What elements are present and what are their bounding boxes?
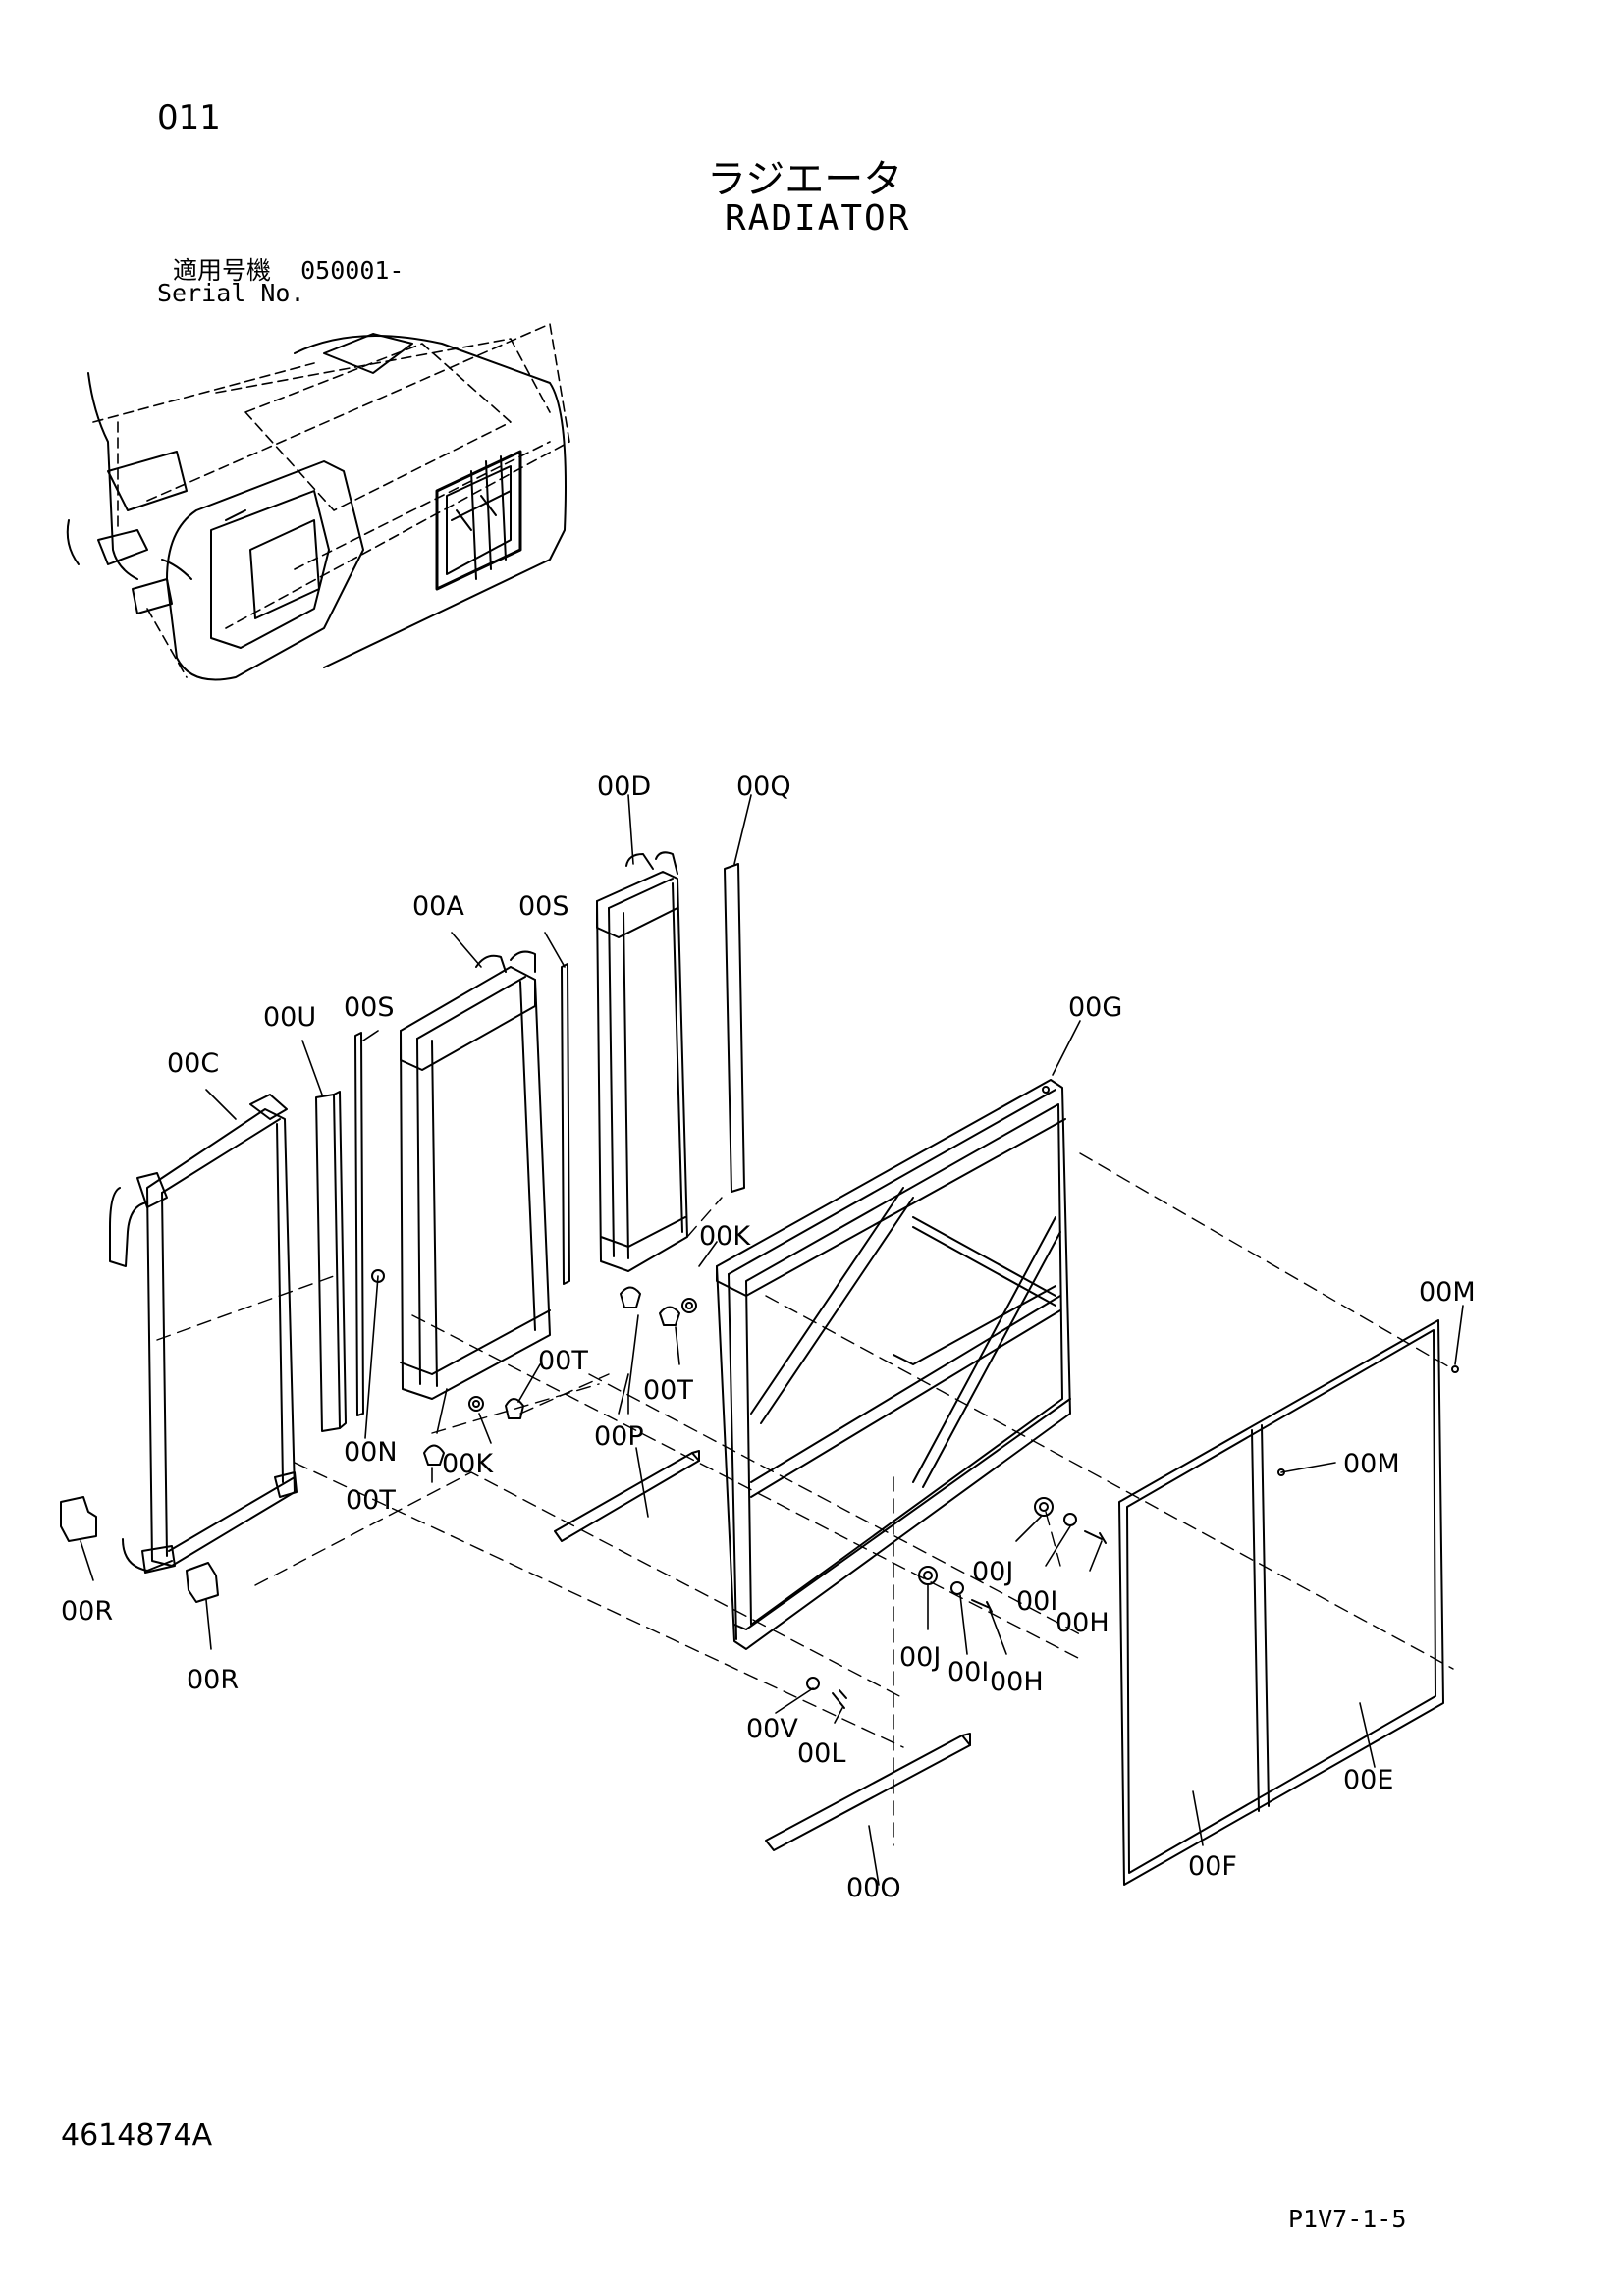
part-00Q-seal-strip — [724, 863, 745, 1193]
callout-00S-lower: 00S — [344, 992, 395, 1023]
part-00O-seal-bar — [765, 1733, 971, 1851]
part-00R-brackets — [60, 1496, 219, 1603]
part-00U-seal-strip — [315, 1091, 347, 1432]
callout-00K-upper: 00K — [699, 1221, 751, 1252]
callout-00V: 00V — [746, 1714, 798, 1744]
callout-00R-left: 00R — [61, 1596, 113, 1627]
callout-00O: 00O — [846, 1873, 901, 1903]
callout-00L: 00L — [797, 1738, 845, 1769]
serial-number-label-jp: 適用号機 050001- — [173, 251, 404, 287]
callout-00H-lower: 00H — [990, 1667, 1044, 1697]
callout-00G: 00G — [1068, 992, 1122, 1023]
part-00C-oil-cooler — [109, 1094, 298, 1574]
callout-00C: 00C — [167, 1048, 219, 1079]
part-00S-seal-strips — [354, 963, 570, 1416]
machine-overview-illustration — [66, 323, 570, 681]
part-00E-00F-screens — [1118, 1319, 1459, 1886]
part-small-fasteners — [371, 1269, 697, 1466]
callout-00N: 00N — [344, 1437, 398, 1468]
callout-00I-lower: 00I — [947, 1657, 989, 1687]
title-japanese: ラジエータ — [707, 157, 903, 202]
part-00A-radiator — [400, 950, 551, 1400]
callout-00P: 00P — [594, 1421, 644, 1452]
callout-00U: 00U — [263, 1002, 316, 1033]
callout-00H-upper: 00H — [1056, 1608, 1110, 1638]
serial-label-jp: 適用号機 — [173, 256, 272, 285]
callout-00F: 00F — [1188, 1851, 1237, 1882]
part-00P-seal-bar — [554, 1450, 700, 1542]
part-screw-sets — [806, 1497, 1107, 1709]
callout-00J-lower: 00J — [899, 1642, 941, 1673]
callout-00T-lower: 00T — [346, 1485, 396, 1516]
assembly-guide-lines — [156, 1152, 1454, 1846]
document-code: 4614874A — [61, 2118, 213, 2153]
part-00D-intercooler — [596, 851, 688, 1272]
callout-00D: 00D — [597, 772, 651, 802]
callout-00E: 00E — [1343, 1765, 1393, 1795]
serial-number-label-en: Serial No. — [157, 279, 305, 307]
part-00G-frame — [716, 1079, 1071, 1650]
callout-00Q: 00Q — [736, 772, 791, 802]
page-number: 011 — [157, 98, 221, 137]
callout-00M-upper: 00M — [1419, 1277, 1476, 1308]
leader-lines — [80, 794, 1464, 1886]
callout-labels: 00D 00Q 00A 00S 00S 00U 00C 00G 00K 00M … — [61, 772, 1476, 1903]
callout-00R-right: 00R — [187, 1665, 239, 1695]
callout-00K-lower: 00K — [442, 1449, 494, 1479]
callout-00A: 00A — [412, 891, 464, 922]
callout-00I-upper: 00I — [1016, 1586, 1057, 1617]
title-english: RADIATOR — [725, 198, 911, 239]
callout-00T-right: 00T — [538, 1346, 588, 1376]
serial-range: 050001- — [300, 256, 405, 285]
callout-00M-lower: 00M — [1343, 1449, 1400, 1479]
callout-00J-upper: 00J — [972, 1557, 1013, 1587]
callout-00T-upper: 00T — [643, 1375, 693, 1406]
page-reference: P1V7-1-5 — [1288, 2205, 1407, 2233]
callout-00S-upper: 00S — [518, 891, 569, 922]
